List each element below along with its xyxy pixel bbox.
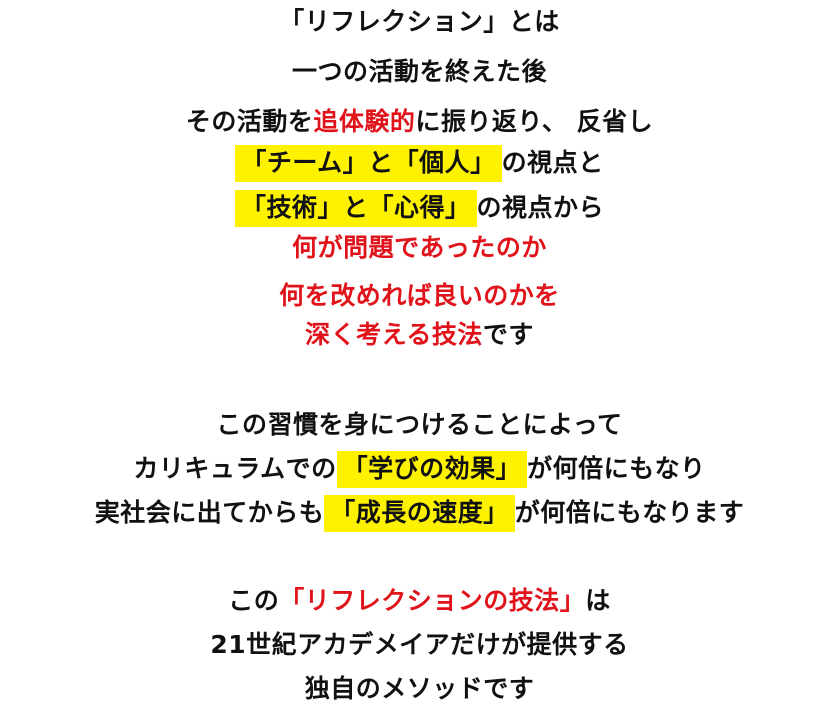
closing-line-1: この「リフレクションの技法」は — [0, 586, 839, 616]
habit-text: この習慣を身につけることによって — [216, 410, 623, 439]
reflection-definition-heading: 「リフレクション」とは — [279, 7, 560, 36]
growth-speed-highlight: 「成長の速度」 — [324, 495, 515, 532]
intro-line-3: その活動を追体験的に振り返り、 反省し — [0, 107, 839, 137]
intro-line-2: 一つの活動を終えた後 — [0, 57, 839, 87]
learning-effect-highlight: 「学びの効果」 — [336, 451, 528, 488]
intro-line-6: 何が問題であったのか — [0, 233, 839, 263]
viewpoint-from-text: の視点から — [476, 193, 605, 222]
multiplied-text-1: が何倍にもなり — [527, 454, 706, 483]
intro-line-5: 「技術」と「心得」の視点から — [0, 190, 839, 227]
unique-method-text: 独自のメソッドです — [304, 674, 535, 703]
intro-line-1: 「リフレクション」とは — [0, 7, 839, 37]
society-text: 実社会に出てからも — [94, 498, 325, 527]
closing-line-2: 21世紀アカデメイアだけが提供する — [0, 630, 839, 660]
reflection-technique-emphasis: 「リフレクションの技法」 — [279, 586, 586, 615]
after-activity-text: 一つの活動を終えた後 — [291, 57, 547, 86]
skill-mindset-highlight: 「技術」と「心得」 — [234, 190, 477, 227]
what-to-improve-text: 何を改めれば良いのかを — [279, 281, 560, 310]
intro-line-7: 何を改めれば良いのかを — [0, 281, 839, 311]
multiplied-text-2: が何倍にもなります — [514, 498, 745, 527]
habit-line-3: 実社会に出てからも「成長の速度」が何倍にもなります — [0, 495, 839, 532]
closing-line-3: 独自のメソッドです — [0, 674, 839, 704]
academeia-provides-text: 21世紀アカデメイアだけが提供する — [210, 630, 629, 659]
line3-suffix: に振り返り、 反省し — [415, 107, 654, 136]
relive-emphasis: 追体験的 — [313, 107, 416, 136]
what-was-problem-text: 何が問題であったのか — [292, 233, 547, 262]
intro-line-8: 深く考える技法です — [0, 320, 839, 350]
habit-line-1: この習慣を身につけることによって — [0, 410, 839, 440]
line3-prefix: その活動を — [185, 107, 314, 136]
viewpoint-and-text: の視点と — [501, 148, 604, 177]
wa-particle: は — [585, 586, 611, 615]
kono-prefix: この — [228, 586, 280, 615]
deep-thinking-technique: 深く考える技法 — [305, 320, 483, 349]
desu-suffix: です — [482, 320, 534, 349]
intro-line-4: 「チーム」と「個人」の視点と — [0, 145, 839, 182]
team-individual-highlight: 「チーム」と「個人」 — [235, 145, 502, 182]
curriculum-text: カリキュラムでの — [133, 454, 337, 483]
habit-line-2: カリキュラムでの「学びの効果」が何倍にもなり — [0, 451, 839, 488]
